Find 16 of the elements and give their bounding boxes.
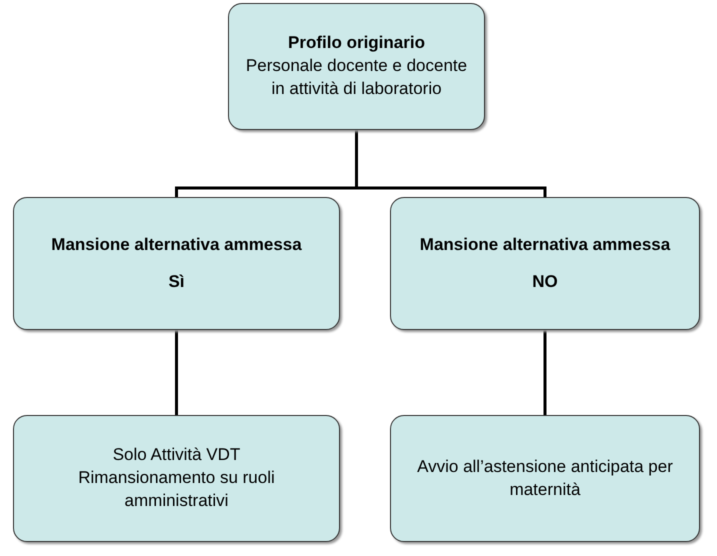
box-text: Rimansionamento su ruoli amministrativi <box>77 467 276 512</box>
process-box <box>228 3 485 130</box>
box-heading: Mansione alternativa ammessa <box>51 234 302 256</box>
process-box <box>13 415 340 542</box>
connector-line <box>544 330 546 415</box>
process-box <box>13 197 340 330</box>
box-text: Avvio all’astensione anticipata per maternità <box>416 456 674 500</box>
box-text: NO <box>532 270 558 292</box>
box-text: Sì <box>168 270 185 292</box>
connector-line <box>175 330 178 415</box>
box-heading: Profilo originario <box>288 32 425 54</box>
process-box <box>390 415 700 542</box>
box-text: Personale docente e docente in attività di laboratorio <box>244 55 468 100</box>
box-text: Solo Attività VDT <box>112 444 240 466</box>
process-box <box>390 197 700 330</box>
box-heading: Mansione alternativa ammessa <box>420 234 670 256</box>
